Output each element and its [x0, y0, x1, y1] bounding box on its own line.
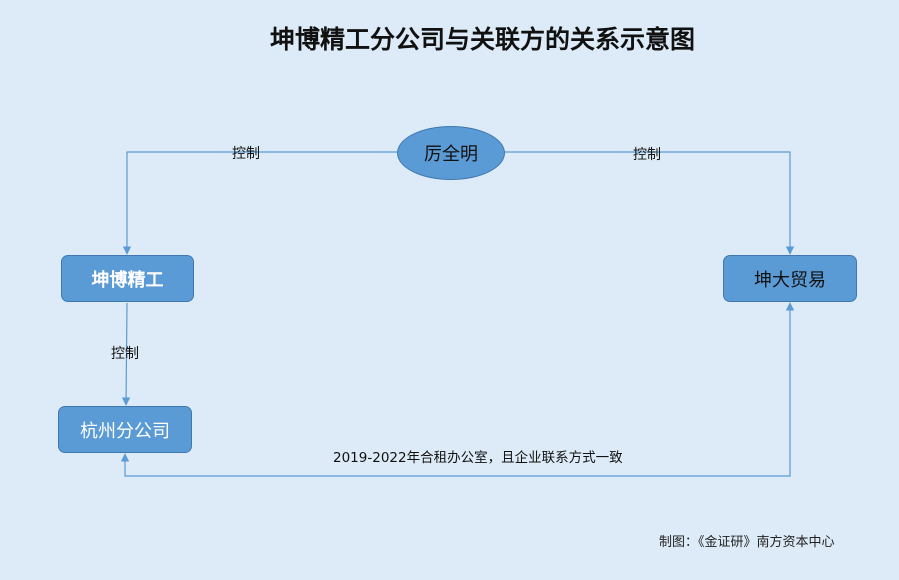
connector-shared-office: [120, 302, 795, 477]
edge-label-kunbo-to-hangzhou: 控制: [111, 346, 139, 362]
edge-label-shared-office: 2019-2022年合租办公室，且企业联系方式一致: [333, 450, 623, 466]
node-kunda-trading: 坤大贸易: [723, 255, 857, 302]
diagram-title: 坤博精工分公司与关联方的关系示意图: [269, 25, 695, 54]
node-person-li-quanming: 厉全明: [397, 126, 505, 180]
connector-person-to-kunbo: [122, 151, 397, 255]
node-hangzhou-branch: 杭州分公司: [58, 406, 192, 453]
credit-line: 制图：《金证研》南方资本中心: [659, 535, 835, 550]
edge-label-person-to-kunda: 控制: [633, 147, 661, 163]
node-kunbo: 坤博精工: [61, 255, 194, 302]
edge-label-person-to-kunbo: 控制: [232, 146, 260, 162]
connector-person-to-kunda: [505, 151, 795, 255]
